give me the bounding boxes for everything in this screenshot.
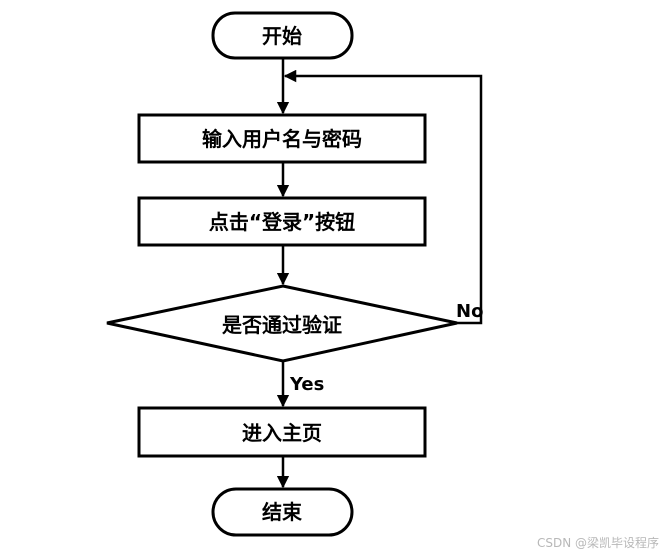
verify-decision-node: 是否通过验证 [106, 284, 458, 363]
end-node: 结束 [211, 487, 354, 537]
start-label: 开始 [262, 24, 302, 48]
enter-home-label: 进入主页 [242, 421, 322, 445]
verify-label: 是否通过验证 [221, 313, 342, 337]
click-login-node: 点击“登录”按钮 [137, 196, 427, 247]
click-login-label: 点击“登录”按钮 [209, 210, 355, 234]
input-credentials-node: 输入用户名与密码 [137, 113, 427, 164]
no-label: No [456, 301, 483, 322]
connector-no-loop [283, 69, 483, 325]
start-node: 开始 [211, 11, 354, 60]
enter-home-node: 进入主页 [137, 406, 427, 458]
end-label: 结束 [262, 500, 303, 524]
watermark: CSDN @梁凯毕设程序 [536, 536, 659, 550]
input-credentials-label: 输入用户名与密码 [202, 127, 362, 151]
yes-label: Yes [289, 374, 324, 395]
